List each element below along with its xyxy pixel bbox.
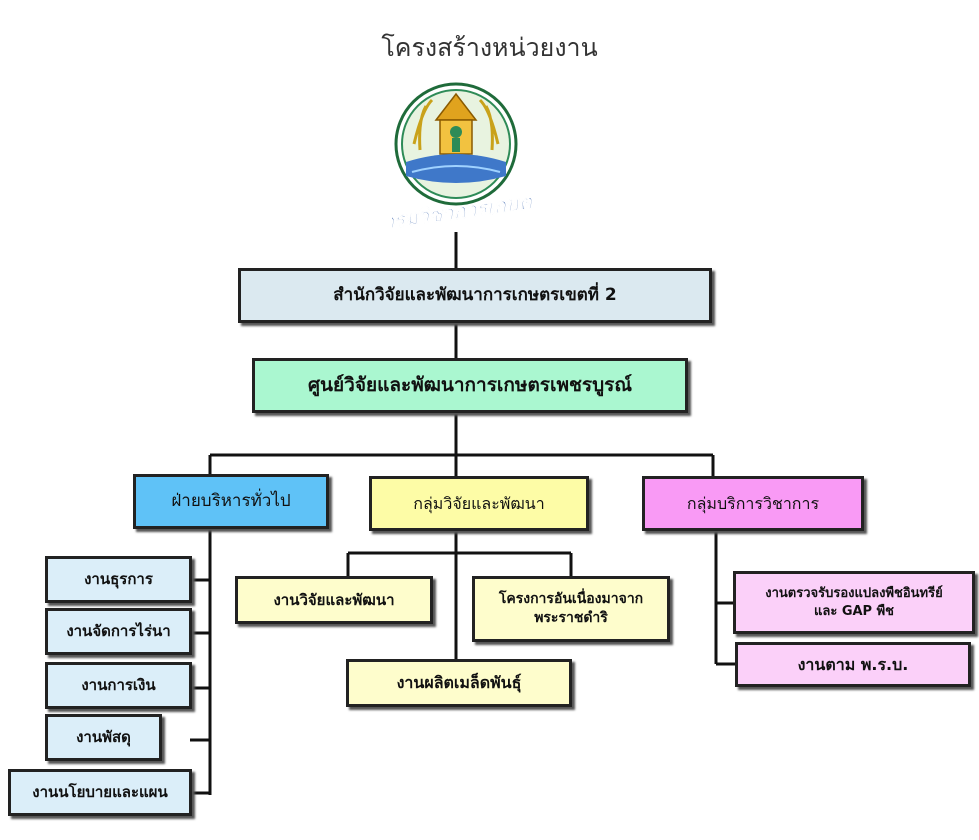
admin-item-1: งานธุรการ (45, 556, 192, 603)
admin-label: ฝ่ายบริหารทั่วไป (171, 491, 291, 512)
service-item-1: งานตรวจรับรองแปลงพืชอินทรีย์ และ GAP พืช (733, 571, 975, 634)
page-title: โครงสร้างหน่วยงาน (381, 33, 598, 62)
office-node: สำนักวิจัยและพัฒนาการเกษตรเขตที่ 2 (238, 268, 712, 323)
office-label: สำนักวิจัยและพัฒนาการเกษตรเขตที่ 2 (333, 285, 617, 306)
research-label: กลุ่มวิจัยและพัฒนา (413, 493, 545, 513)
center-node: ศูนย์วิจัยและพัฒนาการเกษตรเพชรบูรณ์ (252, 358, 688, 413)
research-item-1: งานวิจัยและพัฒนา (235, 576, 433, 624)
research-item-2: โครงการอันเนื่องมาจาก พระราชดำริ (472, 576, 670, 642)
service-label: กลุ่มบริการวิชาการ (686, 493, 820, 513)
research-item-3: งานผลิตเมล็ดพันธุ์ (346, 659, 572, 707)
research-node: กลุ่มวิจัยและพัฒนา (369, 476, 589, 531)
admin-item-3: งานการเงิน (45, 662, 192, 709)
admin-item-4: งานพัสดุ (45, 714, 162, 761)
center-label: ศูนย์วิจัยและพัฒนาการเกษตรเพชรบูรณ์ (307, 373, 632, 396)
service-item-2: งานตาม พ.ร.บ. (735, 642, 971, 687)
admin-node: ฝ่ายบริหารทั่วไป (133, 474, 329, 529)
admin-item-5: งานนโยบายและแผน (8, 769, 192, 816)
department-logo: กรมวิชาการเกษตร (392, 82, 532, 228)
admin-item-2: งานจัดการไร่นา (45, 608, 192, 655)
service-node: กลุ่มบริการวิชาการ (642, 476, 864, 531)
